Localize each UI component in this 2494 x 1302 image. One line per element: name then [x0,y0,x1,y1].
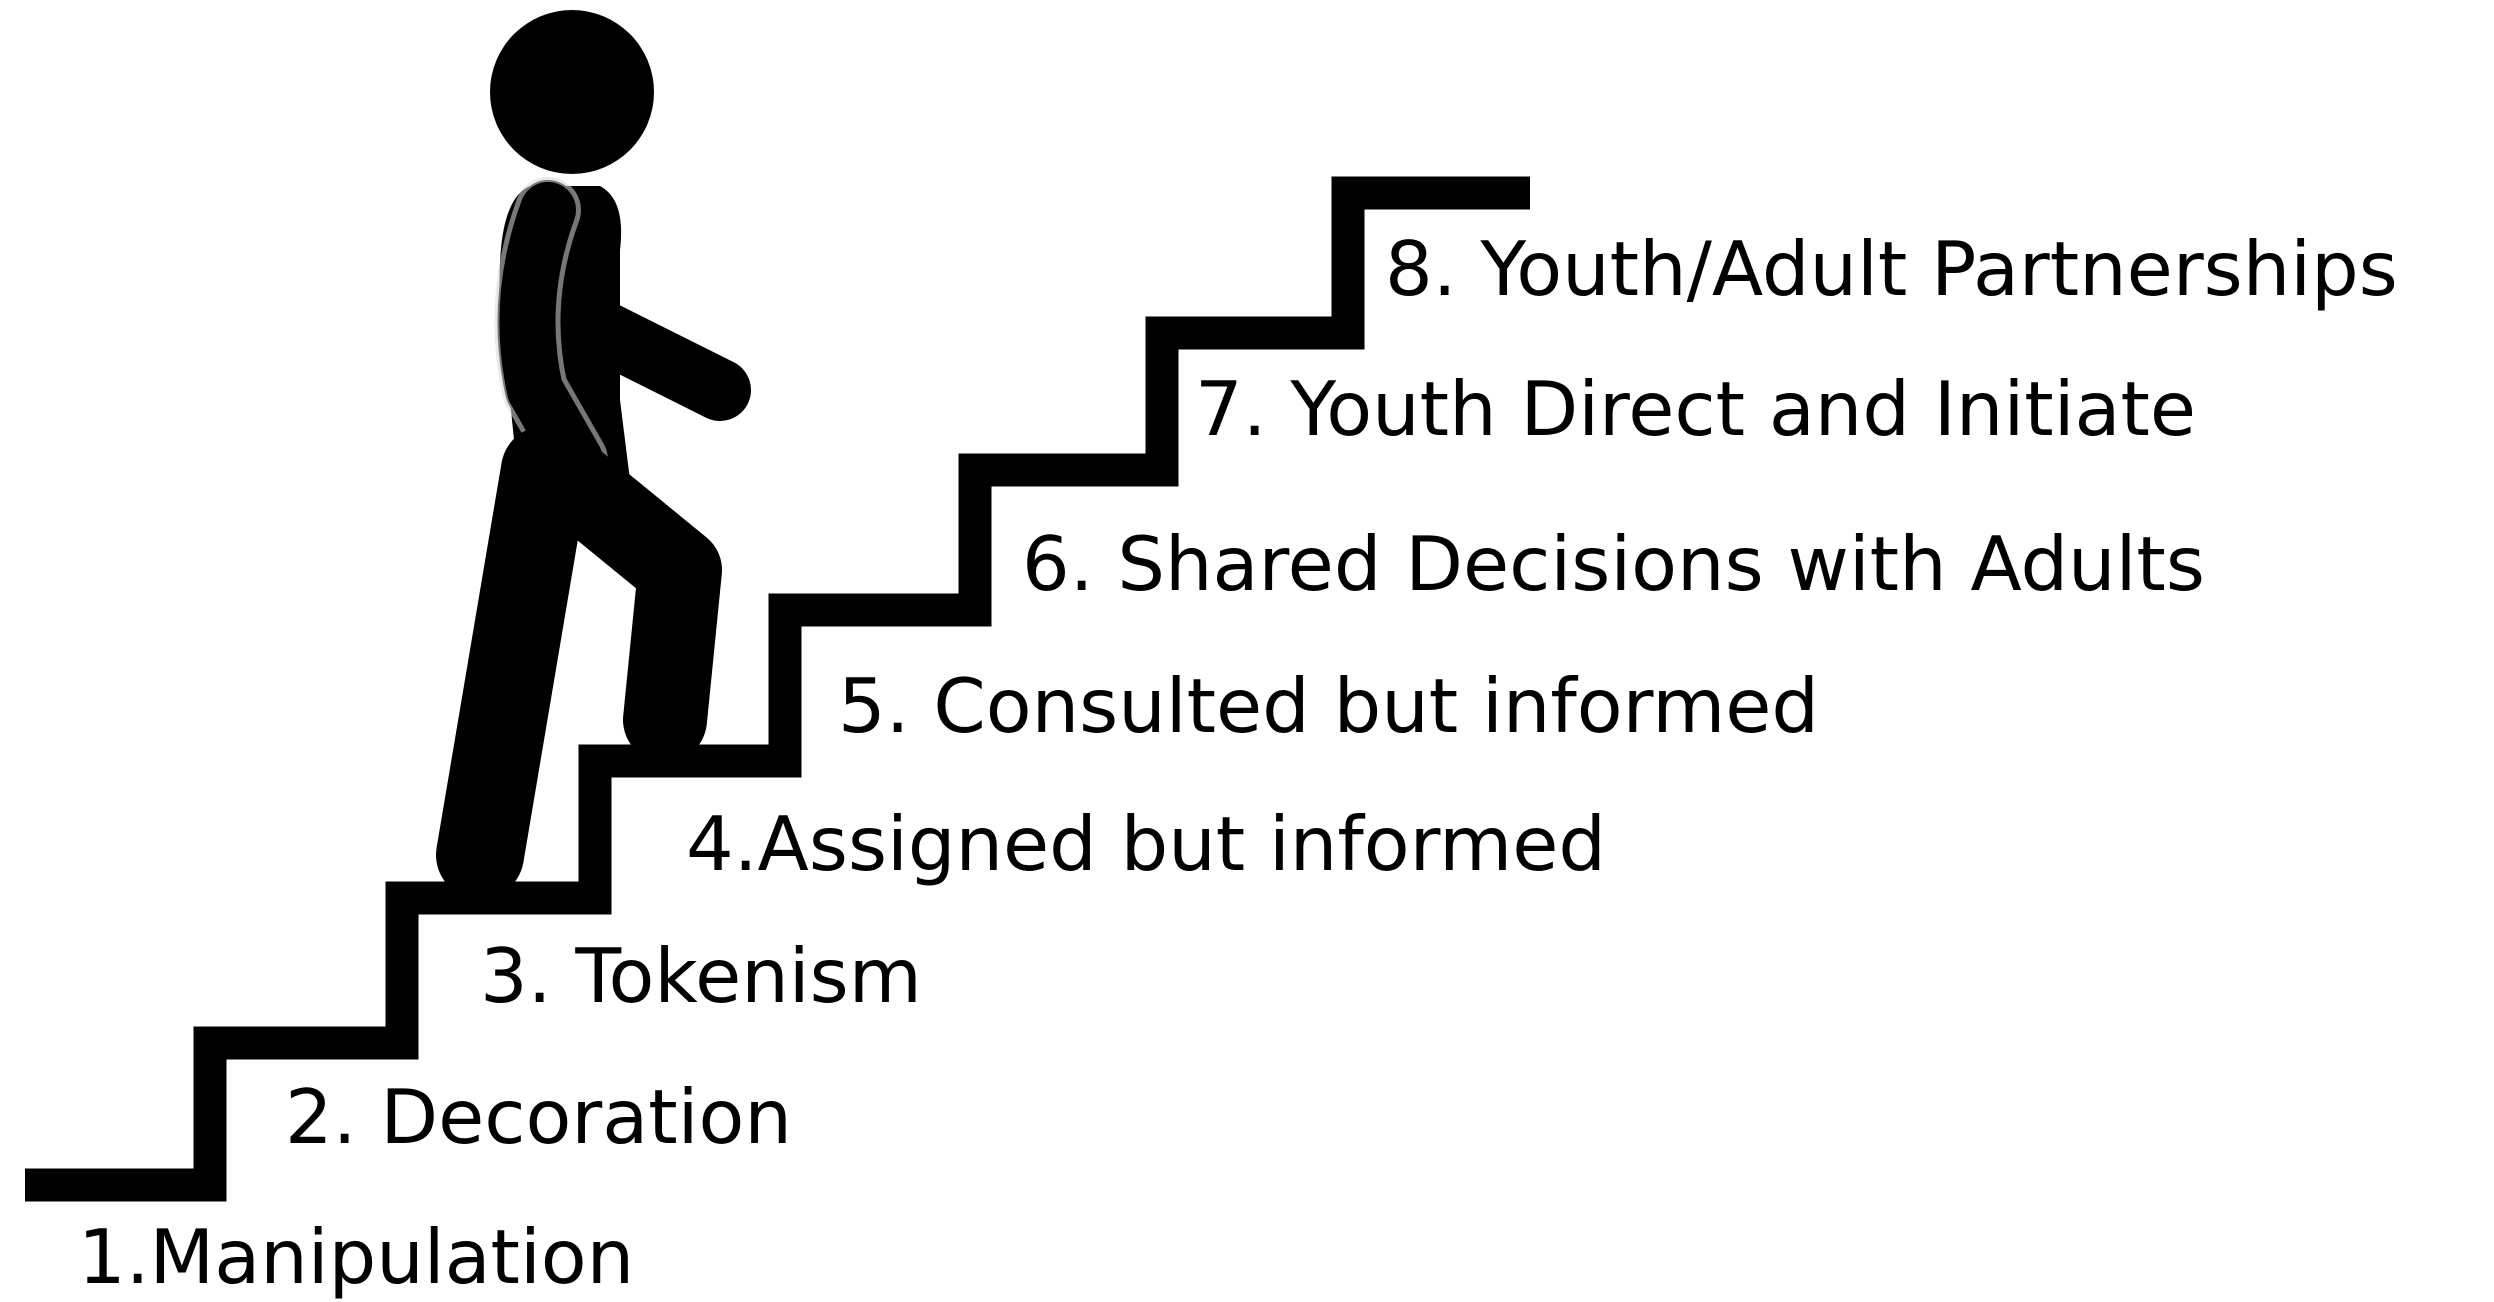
figure-back-arm [569,299,751,421]
step-label-6: 6. Shared Decisions with Adults [1022,520,2205,608]
step-label-3: 3. Tokenism [480,932,922,1020]
step-label-8: 8. Youth/Adult Partnerships [1385,225,2398,313]
staircase [25,176,1530,1202]
step-label-4: 4.Assigned but informed [686,800,1606,888]
step-label-1: 1.Manipulation [78,1213,634,1301]
figure-head [490,10,654,174]
step-label-5: 5. Consulted but informed [838,662,1819,750]
figure-front-leg [528,438,722,762]
climbing-figure [436,10,751,899]
figure-front-arm-fill [499,182,603,488]
step-label-7: 7. Youth Direct and Initiate [1195,365,2196,453]
figure-back-leg [436,426,589,899]
step-label-2: 2. Decoration [285,1073,792,1161]
